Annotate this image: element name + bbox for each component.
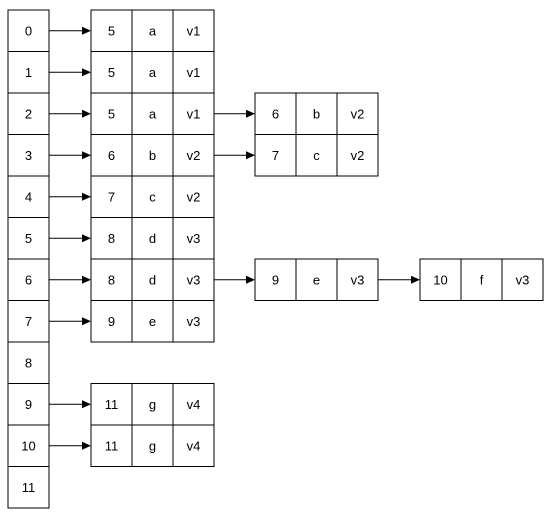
index-cell-11: 11 bbox=[7, 466, 50, 509]
entry-key: 11 bbox=[105, 397, 119, 412]
index-label: 3 bbox=[25, 148, 32, 163]
entry-row-3-0: 6 b v2 bbox=[90, 134, 215, 177]
entry-version: v2 bbox=[351, 148, 365, 163]
arrow-row-3-to-entry-1 bbox=[214, 151, 255, 160]
entry-letter: a bbox=[149, 65, 157, 80]
index-cell-0: 0 bbox=[7, 9, 50, 52]
entry-key: 9 bbox=[108, 314, 115, 329]
entry-key: 5 bbox=[108, 23, 115, 38]
arrow-row-6-to-entry-1 bbox=[214, 275, 255, 284]
entry-letter: c bbox=[149, 189, 156, 204]
arrow-row-4-to-entry-0 bbox=[49, 192, 91, 201]
index-label: 6 bbox=[25, 272, 32, 287]
index-label: 0 bbox=[25, 23, 32, 38]
index-cell-1: 1 bbox=[7, 51, 50, 94]
arrow-row-7-to-entry-0 bbox=[49, 317, 91, 326]
index-cell-7: 7 bbox=[7, 300, 50, 343]
entry-key: 11 bbox=[105, 438, 119, 453]
arrow-row-9-to-entry-0 bbox=[49, 400, 91, 409]
entry-row-7-0: 9 e v3 bbox=[90, 300, 215, 343]
arrow-row-10-to-entry-0 bbox=[49, 441, 91, 450]
arrow-row-0-to-entry-0 bbox=[49, 26, 91, 35]
index-cell-6: 6 bbox=[7, 258, 50, 301]
entry-letter: g bbox=[149, 397, 156, 412]
entry-row-6-0: 8 d v3 bbox=[90, 258, 215, 301]
entry-letter: d bbox=[149, 272, 156, 287]
entry-key: 8 bbox=[108, 272, 115, 287]
entry-letter: d bbox=[149, 231, 156, 246]
arrow-row-6-to-entry-0 bbox=[49, 275, 91, 284]
entry-version: v2 bbox=[187, 189, 201, 204]
index-label: 8 bbox=[25, 355, 32, 370]
index-label: 2 bbox=[25, 106, 32, 121]
entry-version: v3 bbox=[187, 272, 201, 287]
entry-version: v3 bbox=[187, 231, 201, 246]
entry-letter: b bbox=[149, 148, 156, 163]
index-label: 1 bbox=[25, 65, 32, 80]
index-cell-2: 2 bbox=[7, 92, 50, 135]
entry-key: 6 bbox=[272, 106, 279, 121]
index-label: 10 bbox=[21, 438, 35, 453]
entry-key: 7 bbox=[272, 148, 279, 163]
arrow-row-3-to-entry-0 bbox=[49, 151, 91, 160]
entry-key: 8 bbox=[108, 231, 115, 246]
entry-row-2-1: 6 b v2 bbox=[254, 92, 379, 135]
entry-letter: g bbox=[149, 438, 156, 453]
entry-version: v1 bbox=[187, 106, 201, 121]
entry-version: v4 bbox=[187, 397, 201, 412]
arrow-row-1-to-entry-0 bbox=[49, 68, 91, 77]
index-cell-10: 10 bbox=[7, 424, 50, 467]
arrow-row-2-to-entry-0 bbox=[49, 109, 91, 118]
entry-letter: f bbox=[480, 272, 484, 287]
entry-letter: a bbox=[149, 23, 157, 38]
entry-version: v2 bbox=[351, 106, 365, 121]
entry-letter: a bbox=[149, 106, 157, 121]
index-array: 0 1 2 3 4 5 6 7 8 9 10 11 bbox=[7, 9, 50, 509]
entry-key: 5 bbox=[108, 65, 115, 80]
entry-letter: e bbox=[313, 272, 320, 287]
entry-row-2-0: 5 a v1 bbox=[90, 92, 215, 135]
entry-row-6-1: 9 e v3 bbox=[254, 258, 379, 301]
index-label: 4 bbox=[25, 189, 32, 204]
entry-row-5-0: 8 d v3 bbox=[90, 217, 215, 260]
index-cell-8: 8 bbox=[7, 341, 50, 384]
entry-key: 9 bbox=[272, 272, 279, 287]
entry-letter: e bbox=[149, 314, 156, 329]
entry-version: v4 bbox=[187, 438, 201, 453]
entry-key: 7 bbox=[108, 189, 115, 204]
index-cell-9: 9 bbox=[7, 383, 50, 426]
index-cell-5: 5 bbox=[7, 217, 50, 260]
entry-key: 6 bbox=[108, 148, 115, 163]
entry-row-3-1: 7 c v2 bbox=[254, 134, 379, 177]
entry-row-6-2: 10 f v3 bbox=[419, 258, 544, 301]
entry-row-0-0: 5 a v1 bbox=[90, 9, 215, 52]
entry-letter: c bbox=[313, 148, 320, 163]
entry-row-1-0: 5 a v1 bbox=[90, 51, 215, 94]
entry-letter: b bbox=[313, 106, 320, 121]
entry-row-9-0: 11 g v4 bbox=[90, 383, 215, 426]
entry-version: v3 bbox=[187, 314, 201, 329]
index-label: 5 bbox=[25, 231, 32, 246]
entry-key: 5 bbox=[108, 106, 115, 121]
index-label: 7 bbox=[25, 314, 32, 329]
arrow-row-5-to-entry-0 bbox=[49, 234, 91, 243]
index-cell-4: 4 bbox=[7, 175, 50, 218]
index-label: 11 bbox=[22, 480, 36, 495]
index-cell-3: 3 bbox=[7, 134, 50, 177]
entry-version: v2 bbox=[187, 148, 201, 163]
entry-version: v1 bbox=[187, 65, 201, 80]
index-label: 9 bbox=[25, 397, 32, 412]
entry-row-4-0: 7 c v2 bbox=[90, 175, 215, 218]
entry-row-10-0: 11 g v4 bbox=[90, 424, 215, 467]
pointer-arrows bbox=[49, 26, 420, 450]
entry-version: v1 bbox=[187, 23, 201, 38]
chain-entries: 5 a v1 5 a v1 5 a v1 6 b v2 6 b v2 7 c v2 7 c v2 8 d v3 8 d v3 9 e v3… bbox=[90, 9, 544, 467]
entry-key: 10 bbox=[433, 272, 447, 287]
entry-version: v3 bbox=[516, 272, 530, 287]
arrow-row-2-to-entry-1 bbox=[214, 109, 255, 118]
arrow-row-6-to-entry-2 bbox=[378, 275, 420, 284]
entry-version: v3 bbox=[351, 272, 365, 287]
